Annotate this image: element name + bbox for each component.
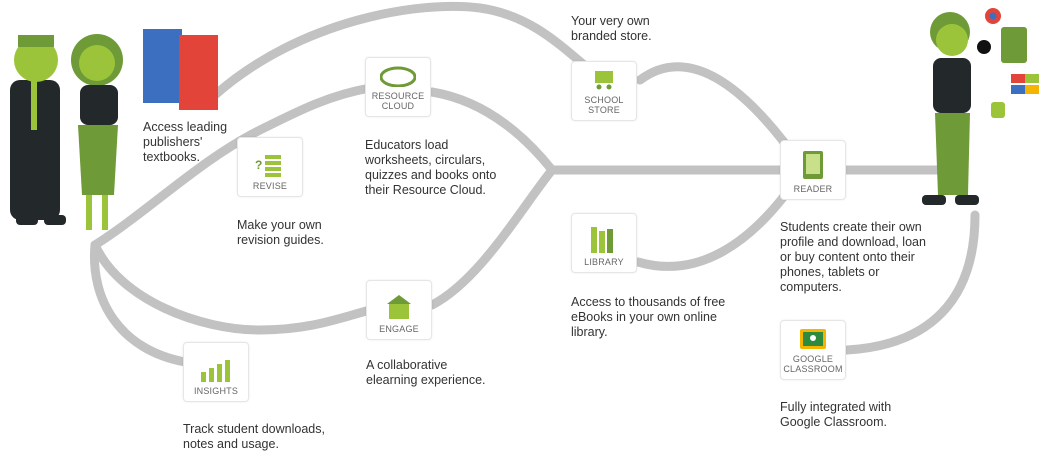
shopping-cart-icon (595, 71, 613, 90)
google-classroom-label: GOOGLE CLASSROOM (783, 354, 843, 374)
path-classroom-student (842, 210, 980, 355)
teachers-illustration (10, 34, 123, 230)
student-illustration (922, 8, 1039, 205)
engage-label: ENGAGE (379, 324, 419, 334)
reader-caption: Students create their own profile and do… (780, 220, 926, 294)
insights-caption: Track student downloads, notes and usage… (183, 422, 325, 451)
school-store-label: SCHOOL STORE (584, 95, 624, 115)
google-classroom-card[interactable]: GOOGLE CLASSROOM (780, 320, 846, 380)
path-library-reader (633, 190, 790, 271)
insights-card[interactable]: INSIGHTS (183, 342, 249, 402)
insights-label: INSIGHTS (193, 386, 239, 396)
library-label: LIBRARY (584, 257, 624, 267)
bar-chart-icon (201, 360, 230, 382)
publishers-buildings-icon (143, 29, 218, 110)
library-card[interactable]: LIBRARY (571, 213, 637, 273)
path-teachers-insights (89, 240, 190, 367)
resource-cloud-caption: Educators load worksheets, circulars, qu… (365, 138, 497, 197)
google-classroom-caption: Fully integrated with Google Classroom. (780, 400, 892, 429)
publishers-caption: Access leading publishers' textbooks. (143, 120, 228, 164)
resource-cloud-label: RESOURCE CLOUD (371, 91, 425, 111)
school-building-icon (387, 295, 411, 319)
reader-label: READER (793, 184, 833, 194)
google-classroom-icon (800, 329, 826, 349)
revise-card[interactable]: ? REVISE (237, 137, 303, 197)
books-icon (591, 227, 613, 253)
path-store-reader (635, 62, 795, 155)
revise-caption: Make your own revision guides. (237, 218, 324, 247)
svg-text:?: ? (255, 158, 262, 172)
library-caption: Access to thousands of free eBooks in yo… (571, 295, 726, 339)
revise-label: REVISE (252, 181, 288, 191)
path-teachers-engage (90, 240, 375, 335)
path-publishers-store (210, 1, 595, 100)
path-teachers-cloud (90, 83, 375, 250)
tablet-icon (803, 151, 823, 179)
resource-cloud-card[interactable]: RESOURCE CLOUD (365, 57, 431, 117)
school-store-card[interactable]: SCHOOL STORE (571, 61, 637, 121)
school-store-caption: Your very own branded store. (571, 14, 652, 43)
engage-card[interactable]: ENGAGE (366, 280, 432, 340)
path-cloud-junction (427, 87, 557, 175)
path-engage-junction (427, 165, 557, 310)
reader-card[interactable]: READER (780, 140, 846, 200)
cloud-icon (380, 66, 416, 87)
engage-caption: A collaborative elearning experience. (366, 358, 486, 387)
revision-list-icon: ? (255, 155, 281, 177)
